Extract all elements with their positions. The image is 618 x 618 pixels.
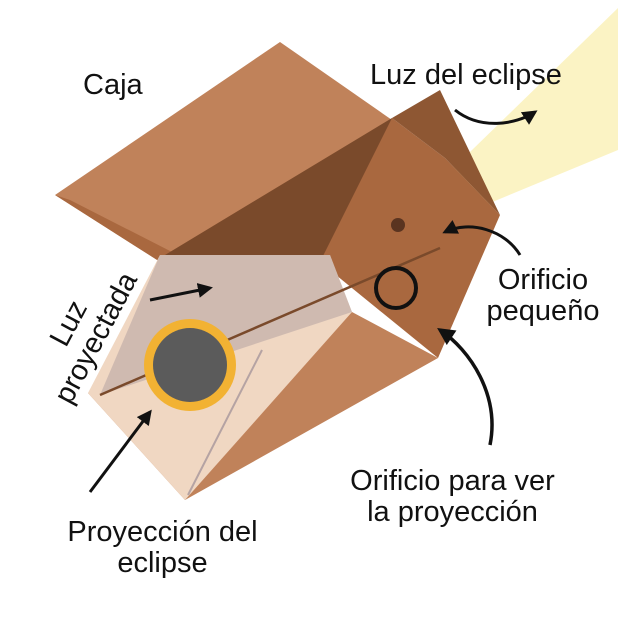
eclipse-projection-label: Proyección del eclipse — [40, 517, 285, 579]
arrow-icon — [88, 409, 152, 493]
view-hole-label-line2: la proyección — [367, 496, 538, 528]
arrow-icon — [437, 328, 494, 446]
box-inner-cavity — [165, 118, 440, 255]
pinhole-icon — [391, 218, 405, 232]
arrow-icon — [454, 108, 538, 125]
eclipse-projection-label-line1: Proyección del — [67, 516, 258, 548]
eclipse-icon — [144, 319, 236, 411]
view-hole-label: Orificio para ver la proyección — [325, 466, 580, 528]
box-right-side — [320, 118, 500, 358]
box-top-flap — [55, 42, 392, 265]
viewing-hole-icon — [374, 266, 418, 310]
eclipse-light-label: Luz del eclipse — [370, 59, 562, 91]
eclipse-projection-label-line2: eclipse — [117, 547, 208, 579]
small-hole-label: Orificio pequeño — [468, 265, 618, 327]
box-top-flap-edge — [55, 195, 172, 265]
box-back-face — [392, 90, 500, 215]
screen-fold-line — [187, 349, 263, 496]
small-hole-label-line1: Orificio — [497, 264, 589, 296]
box-label: Caja — [83, 69, 143, 101]
arrow-icon — [442, 220, 522, 256]
view-hole-label-line1: Orificio para ver — [350, 465, 555, 497]
small-hole-label-line2: pequeño — [486, 295, 600, 327]
arrow-icon — [149, 282, 213, 302]
